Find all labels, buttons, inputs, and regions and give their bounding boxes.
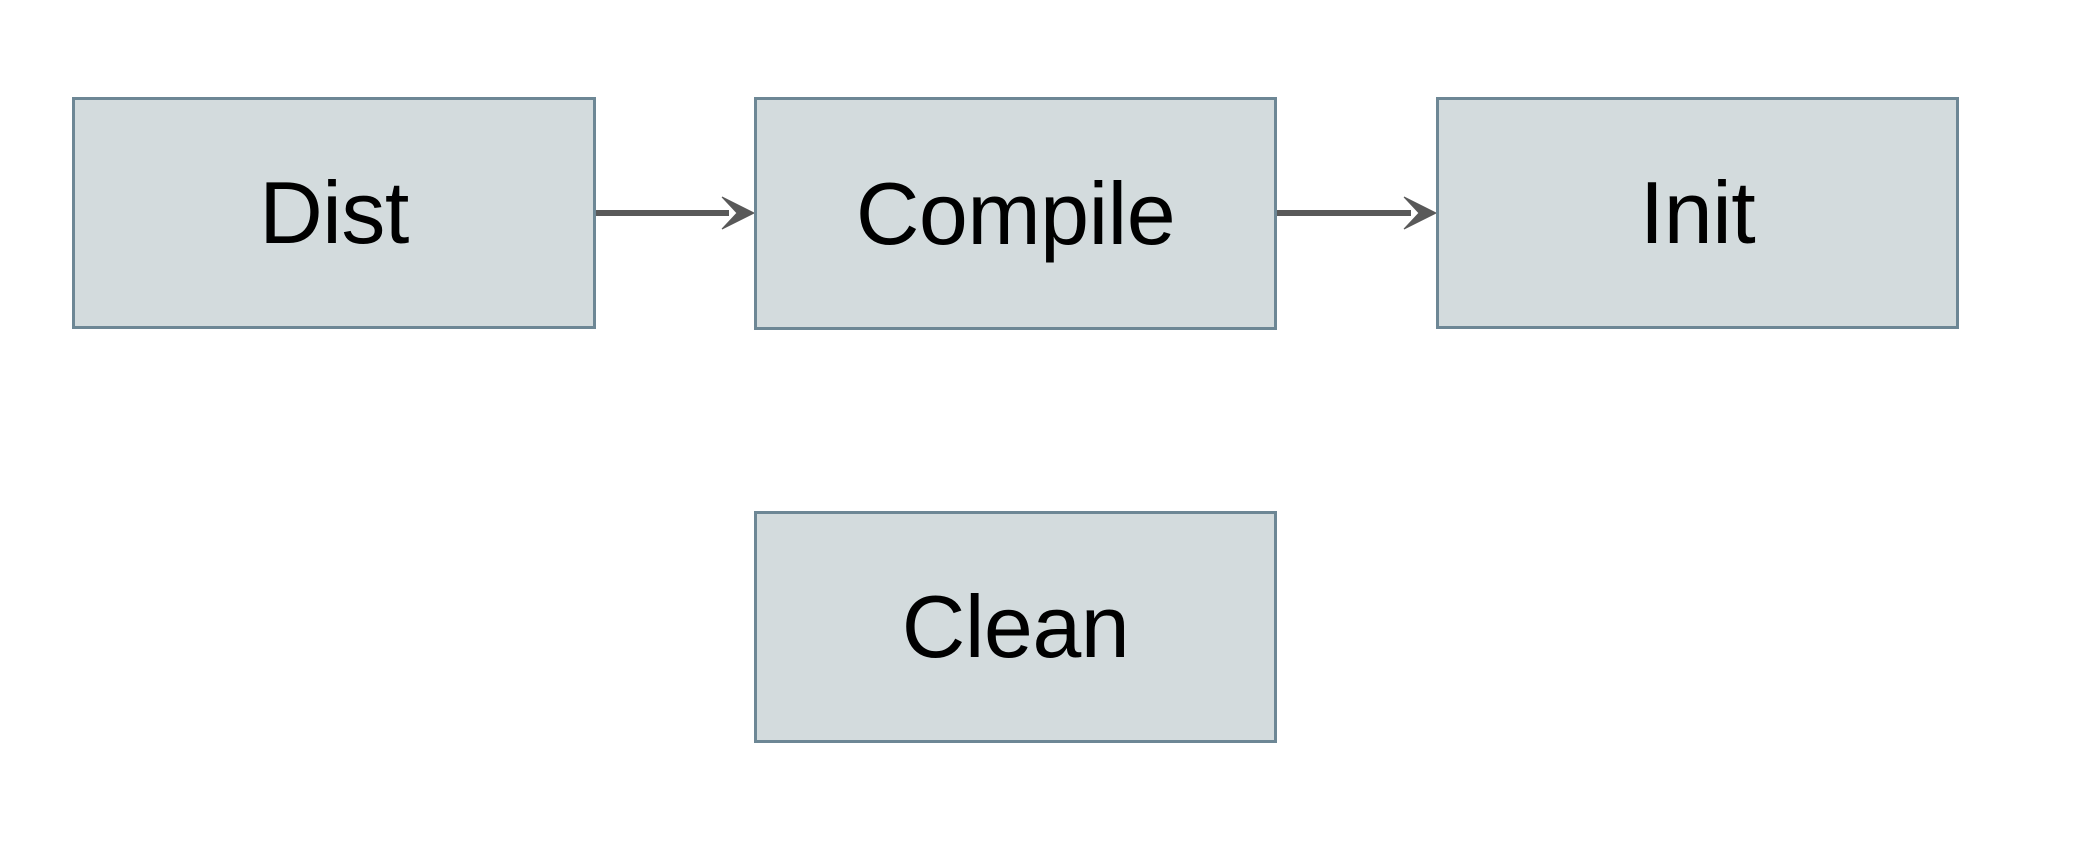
node-dist[interactable]: Dist [72,97,596,329]
node-clean-label: Clean [901,577,1130,676]
node-init-label: Init [1639,163,1756,262]
node-dist-label: Dist [259,163,409,262]
edge-dist-to-compile[interactable] [596,196,756,230]
node-init[interactable]: Init [1436,97,1959,329]
node-compile-label: Compile [855,163,1176,263]
edge-compile-to-init[interactable] [1277,196,1438,230]
node-compile[interactable]: Compile [754,97,1277,330]
node-clean[interactable]: Clean [754,511,1277,743]
